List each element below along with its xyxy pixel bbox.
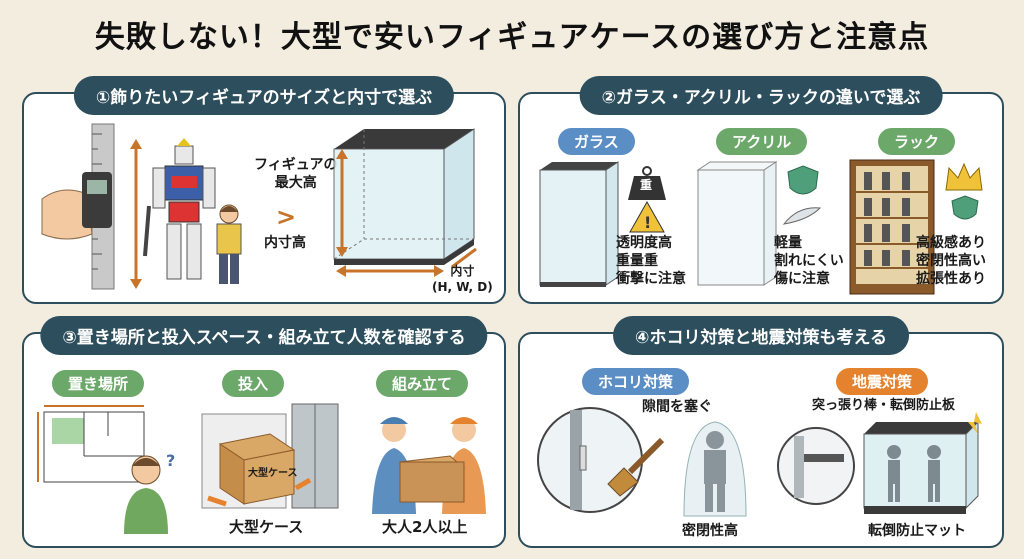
panel-placement: ③置き場所と投入スペース・組み立て人数を確認する 置き場所 ? 投入 大型ケース… bbox=[22, 316, 506, 548]
panel-protection: ④ホコリ対策と地震対策も考える ホコリ対策 隙間を塞ぐ 密閉性高 地震対策 突っ… bbox=[518, 316, 1004, 548]
assembly-caption: 大人2人以上 bbox=[382, 518, 468, 536]
glass-label: ガラス bbox=[558, 128, 635, 155]
hand-icon bbox=[41, 189, 93, 240]
weight-icon bbox=[628, 166, 666, 200]
svg-text:?: ? bbox=[166, 451, 175, 470]
rack-showcase-icon bbox=[849, 159, 935, 295]
panel-size-heading: ①飾りたいフィギュアのサイズと内寸で選ぶ bbox=[73, 76, 455, 115]
inner-dimension-label: 内寸 (H, W, D) bbox=[432, 264, 493, 294]
panel-size: ①飾りたいフィギュアのサイズと内寸で選ぶ bbox=[22, 76, 506, 304]
rack-features: 高級感あり 密閉性高い 拡張性あり bbox=[916, 235, 986, 288]
panel-material: ②ガラス・アクリル・ラックの違いで選ぶ ガラス 重 ! 透明度高 重量重 衝撃に… bbox=[518, 76, 1004, 304]
covered-figure-icon bbox=[683, 421, 747, 517]
feather-icon bbox=[782, 207, 822, 225]
inner-height-label: 内寸高 bbox=[264, 235, 306, 251]
quake-label: 地震対策 bbox=[836, 368, 929, 395]
glass-features: 透明度高 重量重 衝撃に注意 bbox=[616, 235, 686, 288]
greater-than-symbol: > bbox=[276, 203, 297, 231]
dust-caption: 密閉性高 bbox=[682, 523, 738, 539]
child-figure-icon bbox=[216, 204, 242, 284]
panel-placement-heading: ③置き場所と投入スペース・組み立て人数を確認する bbox=[40, 316, 488, 355]
acrylic-showcase-icon bbox=[696, 161, 778, 286]
elevator-carry-in-icon bbox=[201, 403, 339, 509]
page-title: 失敗しない！大型で安いフィギュアケースの選び方と注意点 bbox=[94, 20, 930, 55]
wall-bracket-magnifier-icon bbox=[777, 427, 855, 505]
carry-in-label: 投入 bbox=[222, 370, 285, 397]
lock-shield-icon bbox=[951, 195, 979, 220]
location-label: 置き場所 bbox=[52, 370, 145, 397]
box-label: 大型ケース bbox=[248, 468, 298, 479]
carry-in-caption: 大型ケース bbox=[229, 518, 304, 536]
acrylic-features: 軽量 割れにくい 傷に注意 bbox=[774, 235, 844, 288]
height-arrow-icon bbox=[130, 139, 142, 289]
acrylic-label: アクリル bbox=[716, 128, 808, 155]
figure-max-height-label: フィギュアの 最大高 bbox=[254, 157, 338, 192]
svg-text:!: ! bbox=[644, 213, 651, 232]
rack-label: ラック bbox=[878, 128, 956, 155]
brush-icon bbox=[607, 437, 665, 497]
tension-rod-text: 突っ張り棒・転倒防止板 bbox=[812, 398, 956, 413]
quake-caption: 転倒防止マット bbox=[868, 523, 966, 539]
thinking-person-icon: ? bbox=[124, 451, 175, 534]
panel-material-heading: ②ガラス・アクリル・ラックの違いで選ぶ bbox=[579, 76, 943, 115]
crown-icon bbox=[945, 162, 983, 191]
quake-case-icon bbox=[863, 412, 982, 514]
two-workers-icon bbox=[372, 417, 486, 514]
dust-label: ホコリ対策 bbox=[582, 368, 690, 395]
gap-seal-text: 隙間を塞ぐ bbox=[642, 399, 712, 415]
glass-case-icon bbox=[333, 128, 477, 277]
weight-text: 重 bbox=[640, 178, 653, 192]
glass-showcase-icon bbox=[539, 161, 619, 287]
warning-icon: ! bbox=[629, 200, 665, 233]
caliper-icon bbox=[82, 172, 112, 228]
floor-plan-icon bbox=[37, 405, 145, 483]
shield-icon bbox=[787, 165, 819, 195]
robot-figure-icon bbox=[143, 138, 216, 280]
assembly-label: 組み立て bbox=[376, 370, 469, 397]
panel-protection-heading: ④ホコリ対策と地震対策も考える bbox=[613, 316, 909, 355]
